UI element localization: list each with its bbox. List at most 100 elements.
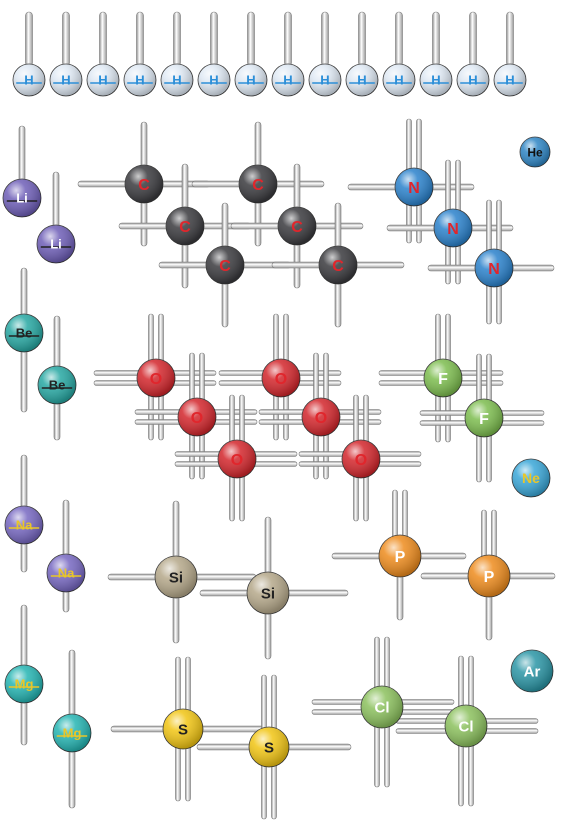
silicon-atom: Si [154, 555, 198, 599]
sodium-atom-label: Na [58, 566, 75, 581]
neon-atom: Ne [511, 458, 551, 498]
hydrogen-atom-shine [383, 64, 415, 96]
fluorine-atom-shine [465, 399, 503, 437]
hydrogen-atom: H [86, 63, 120, 97]
hydrogen-atom: H [382, 63, 416, 97]
oxygen-atom-shine [302, 398, 340, 436]
sulfur-atom-label: S [178, 721, 188, 738]
nitrogen-atom-label: N [488, 261, 500, 278]
oxygen-atom-shine [262, 359, 300, 397]
bond-stick [358, 11, 366, 67]
hydrogen-atom: H [234, 63, 268, 97]
fluorine-atom: F [464, 398, 504, 438]
silicon-atom-label: Si [169, 569, 183, 586]
hydrogen-atom-shine [124, 64, 156, 96]
phosphorus-atom: P [378, 534, 422, 578]
oxygen-atom: O [301, 397, 341, 437]
carbon-atom: C [318, 245, 358, 285]
bond-stick [99, 11, 107, 67]
oxygen-atom-label: O [355, 452, 367, 469]
lithium-atom-shine [37, 225, 75, 263]
lithium-atom: Li [2, 178, 42, 218]
beryllium-atom: Be [4, 313, 44, 353]
oxygen-atom: O [177, 397, 217, 437]
bond-stick [284, 11, 292, 67]
oxygen-atom-shine [178, 398, 216, 436]
beryllium-atom-shine [5, 314, 43, 352]
hydrogen-atom-label: H [320, 73, 329, 88]
oxygen-atom-label: O [231, 452, 243, 469]
chlorine-atom: Cl [444, 704, 488, 748]
hydrogen-atom-label: H [468, 73, 477, 88]
carbon-atom-label: C [138, 177, 150, 194]
oxygen-atom-shine [342, 440, 380, 478]
hydrogen-atom: H [49, 63, 83, 97]
oxygen-atom-shine [218, 440, 256, 478]
carbon-atom: C [165, 206, 205, 246]
silicon-atom-shine [247, 572, 289, 614]
hydrogen-atom-shine [198, 64, 230, 96]
phosphorus-atom-label: P [395, 549, 406, 566]
oxygen-atom: O [261, 358, 301, 398]
helium-atom-label: He [527, 145, 543, 159]
argon-atom-label: Ar [524, 663, 541, 680]
hydrogen-atom-shine [309, 64, 341, 96]
fluorine-atom-label: F [479, 411, 489, 428]
sulfur-atom-shine [249, 727, 289, 767]
hydrogen-atom-shine [420, 64, 452, 96]
carbon-atom-label: C [252, 177, 264, 194]
argon-atom-shine [511, 650, 553, 692]
hydrogen-atom: H [160, 63, 194, 97]
sulfur-atom: S [248, 726, 290, 768]
beryllium-atom: Be [37, 365, 77, 405]
nitrogen-atom: N [394, 167, 434, 207]
hydrogen-atom: H [123, 63, 157, 97]
hydrogen-atom-label: H [357, 73, 366, 88]
hydrogen-atom-label: H [98, 73, 107, 88]
nitrogen-atom-shine [434, 209, 472, 247]
hydrogen-atom-label: H [505, 73, 514, 88]
phosphorus-atom-label: P [484, 569, 495, 586]
carbon-atom-shine [166, 207, 204, 245]
phosphorus-atom: P [467, 554, 511, 598]
hydrogen-atom: H [493, 63, 527, 97]
hydrogen-atom-shine [50, 64, 82, 96]
hydrogen-atom-label: H [246, 73, 255, 88]
carbon-atom-shine [319, 246, 357, 284]
bond-stick [506, 11, 514, 67]
bond-stick [136, 11, 144, 67]
hydrogen-atom-shine [235, 64, 267, 96]
carbon-atom: C [205, 245, 245, 285]
hydrogen-atom-label: H [24, 73, 33, 88]
hydrogen-atom-shine [457, 64, 489, 96]
magnesium-atom-shine [53, 714, 91, 752]
hydrogen-atom-shine [272, 64, 304, 96]
chlorine-atom: Cl [360, 685, 404, 729]
carbon-atom: C [277, 206, 317, 246]
hydrogen-atom-label: H [209, 73, 218, 88]
carbon-atom-label: C [291, 219, 303, 236]
oxygen-atom-label: O [275, 371, 287, 388]
sulfur-atom-shine [163, 709, 203, 749]
sodium-atom-shine [5, 506, 43, 544]
beryllium-atom-label: Be [49, 378, 66, 393]
hydrogen-atom-shine [346, 64, 378, 96]
nitrogen-atom: N [474, 248, 514, 288]
lithium-atom: Li [36, 224, 76, 264]
oxygen-atom-label: O [315, 410, 327, 427]
lithium-atom-shine [3, 179, 41, 217]
hydrogen-atom-label: H [394, 73, 403, 88]
chlorine-atom-shine [445, 705, 487, 747]
sodium-atom: Na [4, 505, 44, 545]
carbon-atom-shine [206, 246, 244, 284]
bond-stick [469, 11, 477, 67]
hydrogen-atom-label: H [431, 73, 440, 88]
oxygen-atom: O [217, 439, 257, 479]
nitrogen-atom: N [433, 208, 473, 248]
phosphorus-atom-shine [379, 535, 421, 577]
oxygen-atom-label: O [150, 371, 162, 388]
phosphorus-atom-shine [468, 555, 510, 597]
sulfur-atom-label: S [264, 739, 274, 756]
hydrogen-atom-label: H [135, 73, 144, 88]
carbon-atom: C [238, 164, 278, 204]
